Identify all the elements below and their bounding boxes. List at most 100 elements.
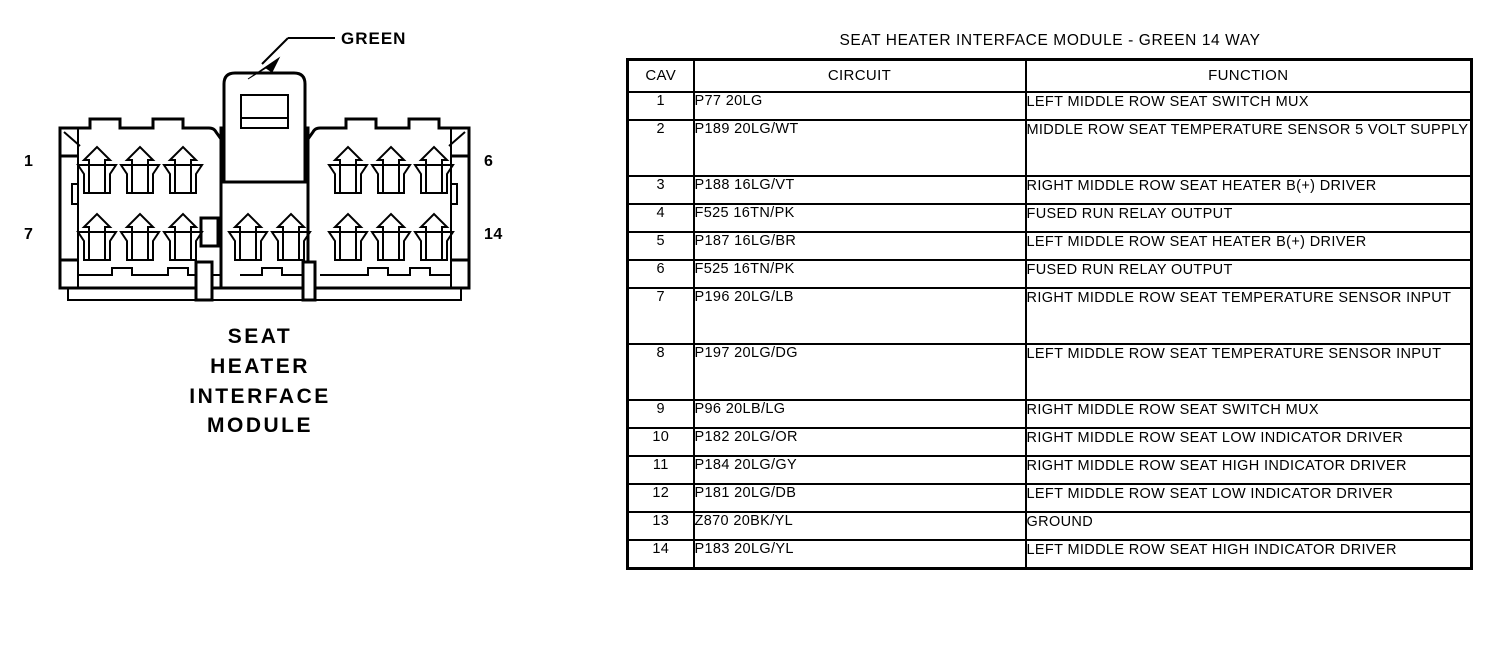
cell-function: LEFT MIDDLE ROW SEAT SWITCH MUX: [1024, 91, 1473, 121]
cell-circuit: P197 20LG/DG: [692, 343, 1027, 401]
cell-cavity-number: 12: [626, 483, 695, 513]
cell-circuit: P196 20LG/LB: [692, 287, 1027, 345]
cell-circuit: P187 16LG/BR: [692, 231, 1027, 261]
cell-cavity-number: 9: [626, 399, 695, 429]
latch-inner-window: [240, 94, 289, 129]
cell-function: RIGHT MIDDLE ROW SEAT LOW INDICATOR DRIV…: [1024, 427, 1473, 457]
cell-cavity-number: 8: [626, 343, 695, 401]
module-caption-line: INTERFACE: [189, 384, 331, 408]
cell-function: GROUND: [1024, 511, 1473, 541]
module-caption-line: MODULE: [207, 414, 313, 438]
cell-circuit: P184 20LG/GY: [692, 455, 1027, 485]
module-caption: SEAT HEATER INTERFACE MODULE: [0, 322, 520, 441]
terminal-cavity-group-bottom-center: [227, 212, 312, 261]
cell-cavity-number: 11: [626, 455, 695, 485]
module-caption-line: HEATER: [210, 354, 310, 378]
column-header-circuit: CIRCUIT: [692, 58, 1027, 93]
cell-function: LEFT MIDDLE ROW SEAT TEMPERATURE SENSOR …: [1024, 343, 1473, 401]
terminal-cavity: [370, 145, 412, 194]
cell-function: MIDDLE ROW SEAT TEMPERATURE SENSOR 5 VOL…: [1024, 119, 1473, 177]
terminal-cavity: [162, 212, 204, 261]
bottom-ledge-right: [320, 267, 451, 276]
module-caption-line: SEAT: [227, 325, 293, 348]
pin-number-1: 1: [24, 153, 34, 170]
right-side-notch: [451, 183, 458, 205]
terminal-cavity: [76, 145, 118, 194]
corner-chamfer-right: [448, 131, 466, 147]
cell-circuit: P182 20LG/OR: [692, 427, 1027, 457]
cell-circuit: P96 20LB/LG: [692, 399, 1027, 429]
terminal-cavity: [413, 212, 455, 261]
connector-body-outline: [58, 117, 471, 290]
column-header-function: FUNCTION: [1024, 58, 1473, 93]
column-header-cav: CAV: [626, 58, 695, 93]
terminal-cavity: [119, 212, 161, 261]
left-side-notch: [71, 183, 78, 205]
bottom-skirt: [67, 288, 462, 301]
cell-cavity-number: 4: [626, 203, 695, 233]
cell-cavity-number: 5: [626, 231, 695, 261]
cell-circuit: P188 16LG/VT: [692, 175, 1027, 205]
pin-number-14: 14: [484, 226, 503, 243]
latch-outer-shell: [222, 71, 307, 128]
cell-function: FUSED RUN RELAY OUTPUT: [1024, 259, 1473, 289]
table-header-row: CAV CIRCUIT FUNCTION: [626, 58, 1473, 93]
cell-function: RIGHT MIDDLE ROW SEAT TEMPERATURE SENSOR…: [1024, 287, 1473, 345]
alignment-post-left: [194, 260, 214, 302]
terminal-cavity: [370, 212, 412, 261]
bottom-ledge-center: [240, 267, 308, 276]
cell-circuit: F525 16TN/PK: [692, 259, 1027, 289]
terminal-cavity: [227, 212, 269, 261]
cell-cavity-number: 6: [626, 259, 695, 289]
terminal-cavity: [270, 212, 312, 261]
terminal-cavity-group-bottom-right: [327, 212, 455, 261]
key-slot: [199, 216, 220, 248]
cell-cavity-number: 7: [626, 287, 695, 345]
terminal-cavity-group-bottom-left: [76, 212, 204, 261]
cell-circuit: P183 20LG/YL: [692, 539, 1027, 570]
cell-circuit: P77 20LG: [692, 91, 1027, 121]
alignment-post-right: [301, 260, 317, 302]
pin-number-7: 7: [24, 226, 34, 243]
cell-circuit: P181 20LG/DB: [692, 483, 1027, 513]
cell-function: LEFT MIDDLE ROW SEAT HEATER B(+) DRIVER: [1024, 231, 1473, 261]
cell-cavity-number: 13: [626, 511, 695, 541]
corner-chamfer-left: [63, 131, 81, 147]
cell-circuit: P189 20LG/WT: [692, 119, 1027, 177]
pin-number-6: 6: [484, 153, 494, 170]
cell-cavity-number: 1: [626, 91, 695, 121]
cell-function: FUSED RUN RELAY OUTPUT: [1024, 203, 1473, 233]
terminal-cavity: [327, 145, 369, 194]
green-callout-leader: [261, 37, 335, 65]
cell-cavity-number: 10: [626, 427, 695, 457]
terminal-cavity-group-top-right: [327, 145, 455, 194]
terminal-cavity: [327, 212, 369, 261]
cell-cavity-number: 3: [626, 175, 695, 205]
cell-cavity-number: 2: [626, 119, 695, 177]
cell-circuit: Z870 20BK/YL: [692, 511, 1027, 541]
cell-function: LEFT MIDDLE ROW SEAT HIGH INDICATOR DRIV…: [1024, 539, 1473, 570]
terminal-cavity: [162, 145, 204, 194]
terminal-cavity-group-top-left: [76, 145, 204, 194]
terminal-cavity: [413, 145, 455, 194]
connector-diagram-panel: GREEN 1 7 6 14 SEAT HEATER INTERFACE MOD…: [0, 0, 600, 650]
cell-cavity-number: 14: [626, 539, 695, 570]
terminal-cavity: [119, 145, 161, 194]
terminal-cavity: [76, 212, 118, 261]
table-title: SEAT HEATER INTERFACE MODULE - GREEN 14 …: [839, 32, 1261, 49]
